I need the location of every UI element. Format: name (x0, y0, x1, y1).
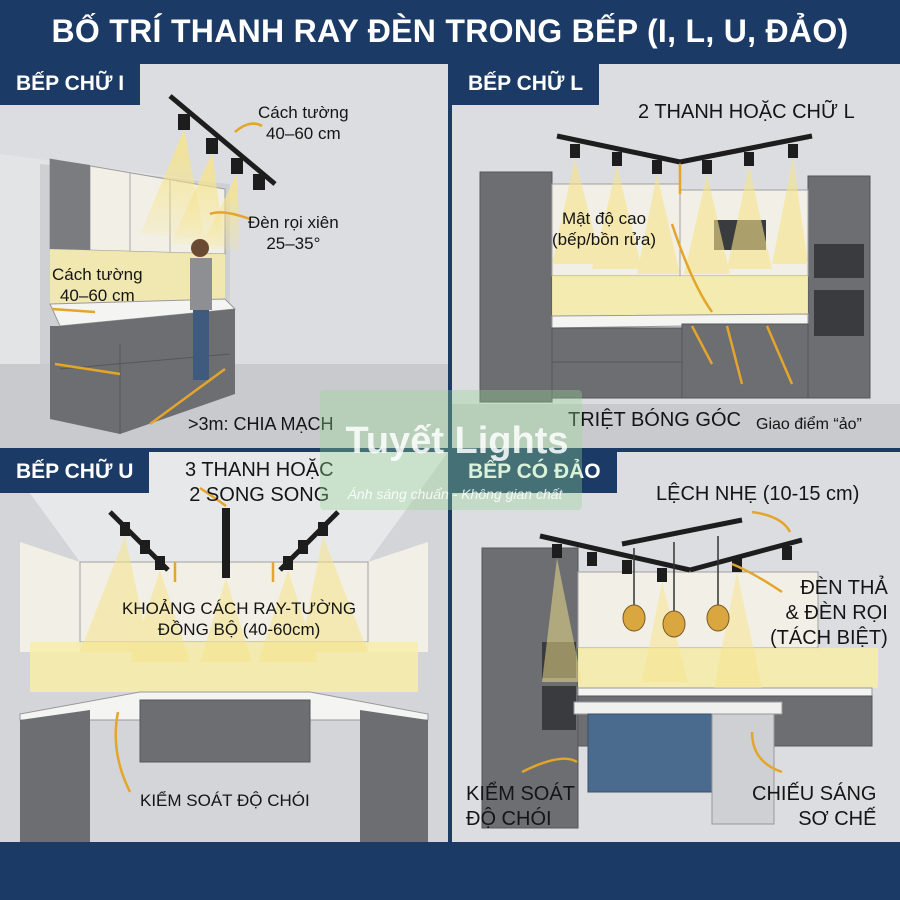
panel-tag: BẾP CHỮ L (452, 64, 600, 105)
watermark-brand: Tuyết Lights (345, 420, 569, 462)
panel-u-kitchen: BẾP CHỮ U 3 THANH HOẶC 2 SONG SONG KHOẢN… (0, 452, 448, 842)
offset-label: LỆCH NHẸ (10-15 cm) (656, 483, 860, 505)
prep-lighting-label: CHIẾU SÁNG SƠ CHẾ (752, 783, 877, 830)
panel-tag: BẾP CHỮ I (0, 64, 141, 105)
u-kitchen-illustration (0, 452, 448, 842)
corner-shadow-label: TRIỆT BÓNG GÓC (568, 409, 741, 431)
panel-i-kitchen: BẾP CHỮ I Cách tường 40–60 cm Đèn rọi xi… (0, 64, 448, 448)
glare-control-label: KIỂM SOÁT ĐỘ CHÓI (466, 783, 575, 830)
virtual-intersection-label: Giao điểm “ảo” (756, 416, 862, 433)
watermark-tagline: Ánh sáng chuẩn - Không gian chất (347, 486, 563, 502)
island-kitchen-illustration (452, 452, 900, 842)
page-title: BỐ TRÍ THANH RAY ĐÈN TRONG BẾP (I, L, U,… (51, 12, 849, 49)
circuit-label: >3m: CHIA MẠCH (188, 414, 334, 434)
density-label: Mật độ cao (bếp/bồn rửa) (552, 209, 656, 249)
panel-island-kitchen: BẾP CÓ ĐẢO LỆCH NHẸ (10-15 cm) ĐÈN THẢ &… (452, 452, 900, 842)
rail-wall-sync-label: KHOẢNG CÁCH RAY-TƯỜNG ĐỒNG BỘ (40-60cm) (122, 599, 357, 639)
watermark-logo (320, 390, 582, 510)
footer-band (0, 842, 900, 900)
panel-tag: BẾP CÓ ĐẢO (452, 452, 617, 493)
panel-tag: BẾP CHỮ U (0, 452, 150, 493)
panel-l-kitchen: BẾP CHỮ L 2 THANH HOẶC CHỮ L Mật độ cao … (452, 64, 900, 448)
l-kitchen-illustration (452, 64, 900, 448)
glare-control-label: KIỂM SOÁT ĐỘ CHÓI (140, 791, 310, 810)
tilt-angle-label: Đèn rọi xiên 25–35° (248, 213, 339, 253)
rail-count-label: 3 THANH HOẶC 2 SONG SONG (185, 459, 334, 506)
pendant-label: ĐÈN THẢ & ĐÈN RỌI (TÁCH BIỆT) (770, 577, 888, 649)
wall-distance-label: Cách tường 40–60 cm (258, 103, 349, 143)
rail-layout-label: 2 THANH HOẶC CHỮ L (638, 101, 855, 123)
wall-distance-label-left: Cách tường 40–60 cm (52, 265, 143, 305)
i-kitchen-illustration (0, 64, 448, 448)
